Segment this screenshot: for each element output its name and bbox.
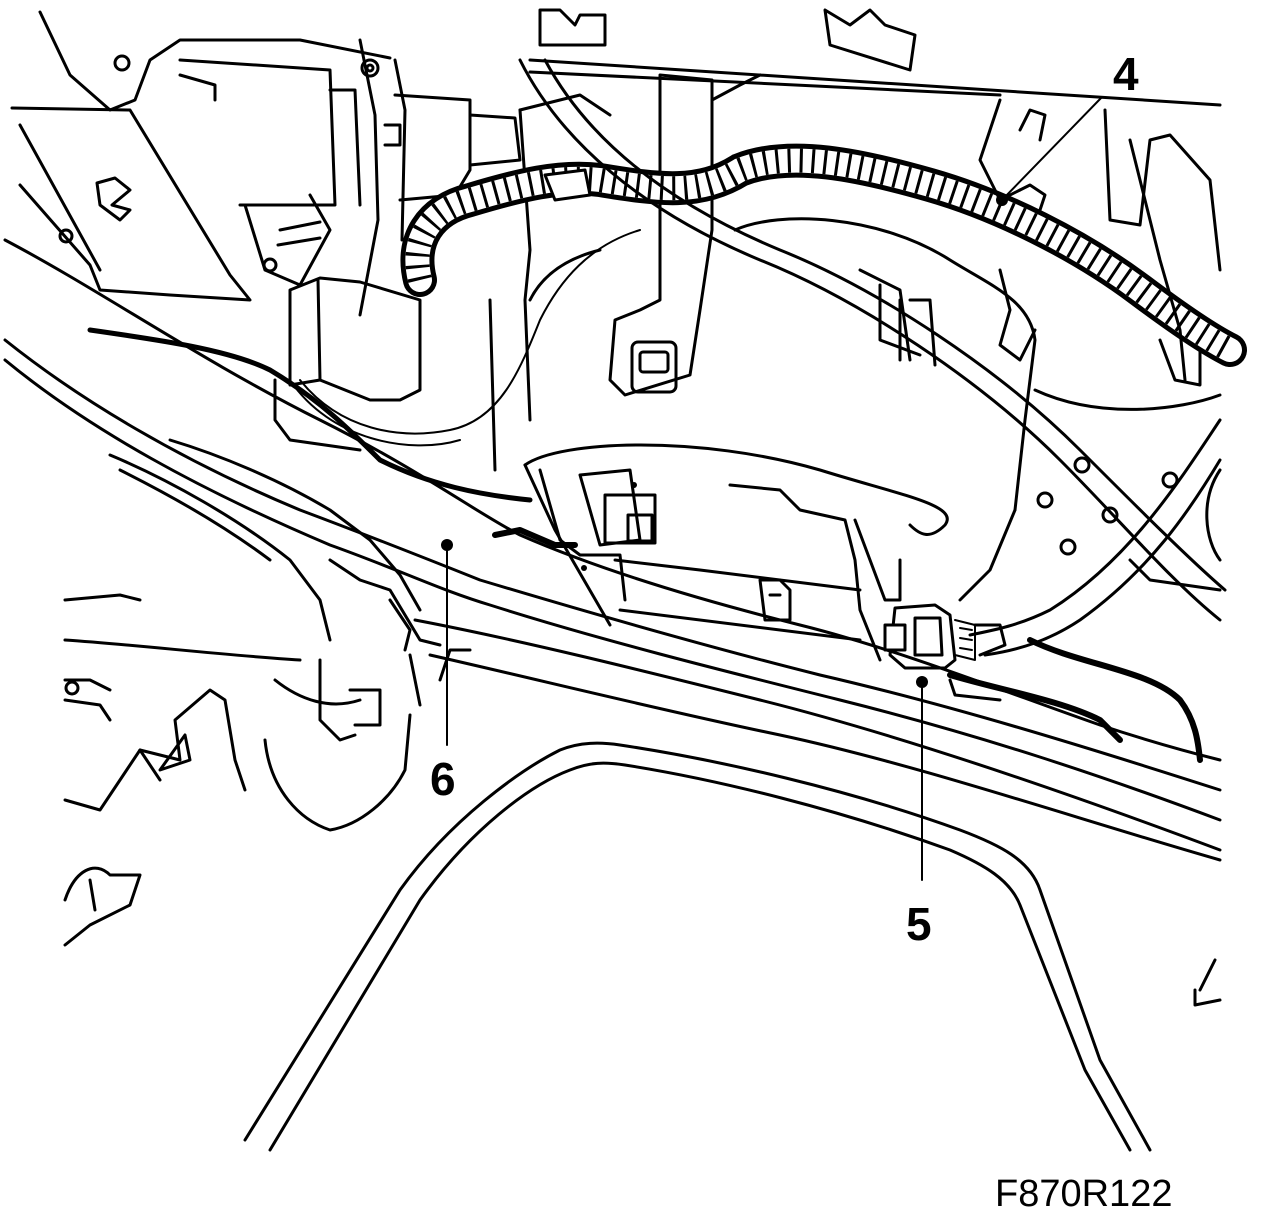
corrugated-harness — [400, 143, 1247, 387]
diagonal-tube — [518, 58, 1227, 622]
callout-4-dot — [996, 194, 1008, 206]
mounting-frame — [538, 468, 902, 662]
floor-pan — [243, 741, 1222, 1152]
callout-6-dot — [441, 539, 453, 551]
relay-block — [273, 93, 522, 452]
upper-left-bracket — [10, 10, 407, 317]
wires — [87, 229, 1222, 763]
center-post — [608, 73, 762, 397]
figure-code: F870R122 — [995, 1173, 1172, 1215]
right-structure — [978, 98, 1222, 592]
lower-left-components — [63, 438, 472, 947]
connector — [883, 603, 1007, 670]
callout-5-dot — [916, 676, 928, 688]
crossmember-rails — [3, 238, 1222, 862]
callout-6-label: 6 — [430, 753, 456, 805]
top-clips — [528, 8, 1222, 107]
callout-5-label: 5 — [906, 898, 932, 950]
callout-leaders — [441, 96, 1103, 881]
callout-4-label: 4 — [1113, 48, 1139, 100]
